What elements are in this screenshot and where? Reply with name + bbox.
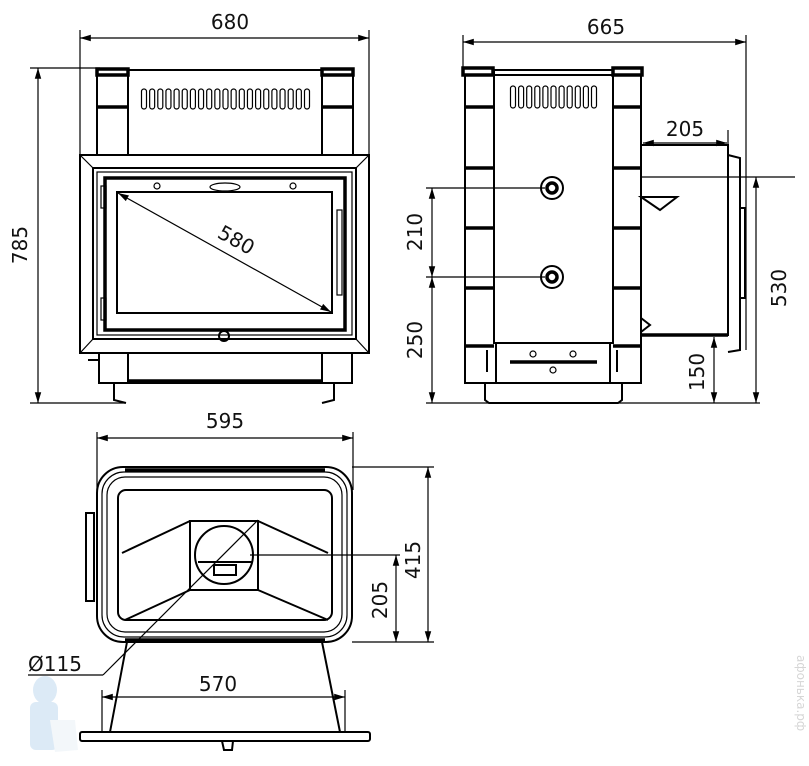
- vent-slot: [140, 88, 148, 110]
- side-bands: [465, 105, 641, 348]
- screw-icon: [289, 182, 297, 190]
- top-width-label: 595: [206, 409, 244, 433]
- side-vent-slots: [509, 85, 598, 109]
- vent-slot: [214, 88, 221, 110]
- air-damper-icon: [209, 182, 241, 192]
- base-width-label: 570: [199, 672, 237, 696]
- flue-bottom-label: 150: [685, 353, 709, 391]
- vent-slot: [295, 88, 302, 110]
- glass-diagonal-label: 580: [214, 220, 259, 260]
- vent-slot: [246, 88, 254, 110]
- vent-slot: [263, 88, 270, 110]
- vent-slot: [574, 85, 581, 109]
- vent-slot: [149, 88, 156, 110]
- vent-slot: [206, 88, 213, 110]
- vent-slot: [230, 88, 237, 110]
- vent-slot: [189, 88, 196, 110]
- vent-slot: [534, 85, 541, 109]
- vent-slot: [303, 88, 311, 110]
- vent-slot: [222, 88, 229, 110]
- vent-slot: [550, 85, 557, 109]
- door-knob-icon: [218, 330, 230, 342]
- vent-slot: [558, 85, 565, 109]
- front-vent-slots: [140, 88, 311, 110]
- front-height-label: 785: [8, 226, 32, 264]
- lower-fitting-height-label: 250: [403, 321, 427, 359]
- flue-height-label: 530: [767, 269, 791, 307]
- vent-slot: [197, 88, 205, 110]
- vent-slot: [582, 85, 590, 109]
- site-watermark: афонька.рф: [794, 655, 808, 731]
- vent-slot: [279, 88, 286, 110]
- vent-slot: [526, 85, 533, 109]
- vent-slot: [255, 88, 262, 110]
- front-width-label: 680: [211, 10, 249, 34]
- vent-slot: [157, 88, 164, 110]
- vent-slot: [566, 85, 573, 109]
- side-view: 665 205 2: [403, 15, 795, 404]
- side-depth-label: 665: [587, 15, 625, 39]
- vent-slot: [287, 88, 294, 110]
- flue-center-label: 205: [368, 581, 392, 619]
- vent-slot: [509, 85, 517, 109]
- vent-slot: [165, 88, 172, 110]
- vent-slot: [271, 88, 278, 110]
- screw-icon: [153, 182, 161, 190]
- flue-length-label: 205: [666, 117, 704, 141]
- handle-icon: [85, 512, 95, 602]
- front-view: 680 785 580: [8, 10, 370, 404]
- vent-slot: [173, 88, 180, 110]
- vent-slot: [517, 85, 525, 109]
- top-depth-label: 415: [401, 541, 425, 579]
- vent-slot: [181, 88, 188, 110]
- ash-drawer: [495, 342, 611, 384]
- vent-slot: [590, 85, 598, 109]
- top-view: 595 415 205 Ø115 570: [28, 409, 434, 751]
- vent-slot: [238, 88, 245, 110]
- fitting-spacing-label: 210: [403, 213, 427, 251]
- plumber-logo-watermark: [30, 676, 78, 752]
- vent-slot: [542, 85, 549, 109]
- flue-diameter-label: Ø115: [28, 652, 82, 676]
